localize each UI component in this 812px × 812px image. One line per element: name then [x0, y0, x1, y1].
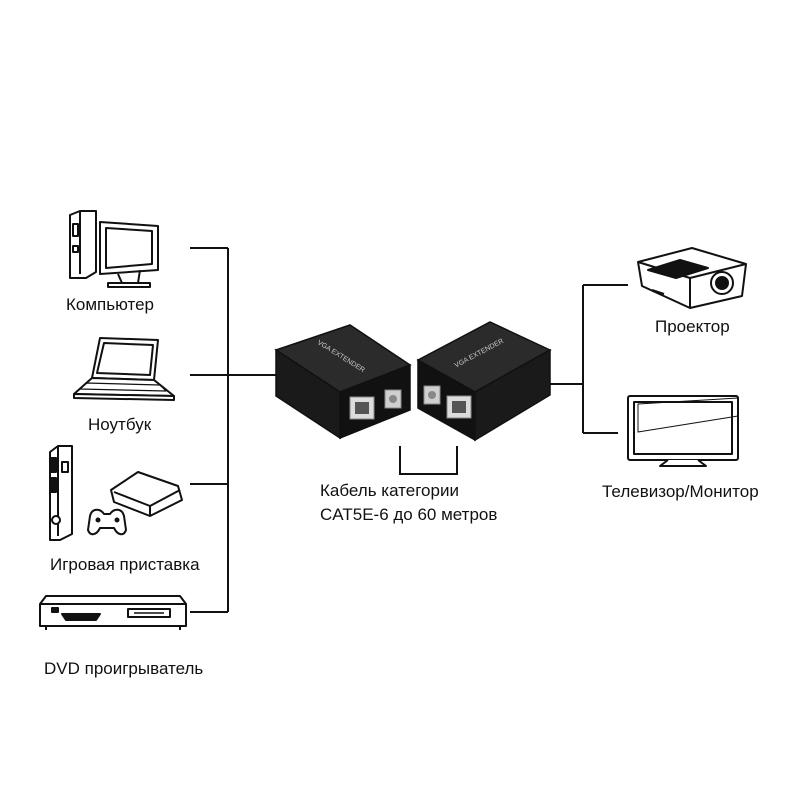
dvd-player-label: DVD проигрыватель	[44, 659, 204, 678]
laptop-label: Ноутбук	[88, 415, 152, 434]
tv-monitor-label: Телевизор/Монитор	[602, 482, 759, 501]
laptop-icon	[73, 337, 175, 401]
connection-lines	[190, 247, 628, 613]
vga-extender-transmitter: VGA EXTENDER	[274, 324, 412, 440]
game-console-label: Игровая приставка	[50, 555, 200, 574]
game-console-icon	[49, 445, 183, 541]
projector-label: Проектор	[655, 317, 730, 336]
cable-caption-line1: Кабель категории	[320, 481, 459, 500]
cable-caption-line2: CAT5E-6 до 60 метров	[320, 505, 498, 524]
dvd-player-icon	[39, 595, 187, 630]
computer-label: Компьютер	[66, 295, 154, 314]
tv-monitor-icon	[627, 395, 739, 467]
desktop-computer-icon	[69, 210, 159, 288]
vga-extender-receiver: VGA EXTENDER	[416, 321, 552, 442]
projector-icon	[637, 247, 747, 309]
